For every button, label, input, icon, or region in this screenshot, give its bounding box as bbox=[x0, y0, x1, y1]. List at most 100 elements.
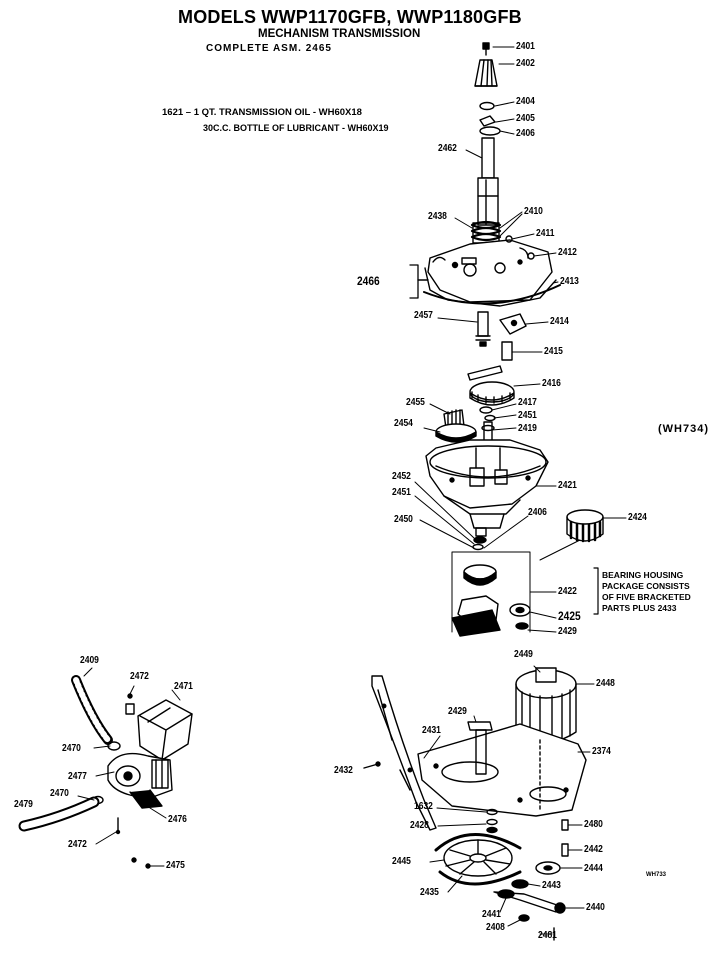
frame-side-rail bbox=[371, 675, 437, 831]
lubricant-note: 30C.C. BOTTLE OF LUBRICANT - WH60X19 bbox=[203, 123, 389, 133]
part-label-2443: 2443 bbox=[542, 880, 561, 891]
part-label-2472-bottom: 2472 bbox=[68, 839, 87, 850]
part-label-2451-bottom: 2451 bbox=[392, 487, 411, 498]
screw-2472b bbox=[115, 817, 121, 835]
part-label-2481: 2481 bbox=[538, 930, 557, 941]
part-label-2405: 2405 bbox=[516, 113, 535, 124]
part-label-2442: 2442 bbox=[584, 844, 603, 855]
part-label-2416: 2416 bbox=[542, 378, 561, 389]
part-label-2417: 2417 bbox=[518, 397, 537, 408]
part-label-2421: 2421 bbox=[558, 480, 577, 491]
part-label-2409: 2409 bbox=[80, 655, 99, 666]
motor-mount-plate-2374 bbox=[417, 723, 587, 817]
assembly-number: COMPLETE ASM. 2465 bbox=[206, 43, 332, 54]
part-label-2404: 2404 bbox=[516, 96, 535, 107]
hose-2479 bbox=[18, 796, 100, 832]
leader-lines bbox=[77, 46, 627, 935]
gasket-ring bbox=[423, 284, 561, 305]
motor-pulley-2444 bbox=[535, 861, 561, 875]
screw-2440 bbox=[554, 902, 566, 914]
part-label-2480: 2480 bbox=[584, 819, 603, 830]
part-label-2472-top: 2472 bbox=[130, 671, 149, 682]
part-label-2444: 2444 bbox=[584, 863, 603, 874]
part-label-2424: 2424 bbox=[628, 512, 647, 523]
part-label-2440: 2440 bbox=[586, 902, 605, 913]
part-label-2457: 2457 bbox=[414, 310, 433, 321]
washer-2408 bbox=[518, 914, 530, 922]
part-label-2428: 2428 bbox=[410, 820, 429, 831]
part-label-2431: 2431 bbox=[422, 725, 441, 736]
bracket-2466 bbox=[409, 264, 429, 299]
pinion-2457 bbox=[475, 311, 491, 347]
part-label-2475: 2475 bbox=[166, 860, 185, 871]
part-label-2432: 2432 bbox=[334, 765, 353, 776]
diagram-subtitle: MECHANISM TRANSMISSION bbox=[258, 28, 421, 40]
part-label-2448: 2448 bbox=[596, 678, 615, 689]
pulley-2435 bbox=[443, 839, 513, 877]
cap-screw-2401 bbox=[482, 42, 490, 56]
part-label-2429-upper: 2429 bbox=[558, 626, 577, 637]
crank-gear-2416 bbox=[467, 365, 515, 406]
part-label-2455: 2455 bbox=[406, 397, 425, 408]
gear-2454 bbox=[435, 423, 477, 443]
washers-stack bbox=[486, 808, 498, 834]
part-label-2476: 2476 bbox=[168, 814, 187, 825]
part-label-2414: 2414 bbox=[550, 316, 569, 327]
seal-2404 bbox=[479, 101, 495, 111]
part-label-2470-top: 2470 bbox=[62, 743, 81, 754]
bearing-2424 bbox=[566, 509, 604, 543]
part-label-2466: 2466 bbox=[357, 274, 380, 288]
part-label-2445: 2445 bbox=[392, 856, 411, 867]
pump-2477 bbox=[107, 752, 173, 809]
coupling-2471 bbox=[137, 699, 193, 761]
bearing-note-line: OF FIVE BRACKETED bbox=[602, 592, 691, 602]
pin-2480 bbox=[561, 819, 569, 831]
oil-note: 1621 – 1 QT. TRANSMISSION OIL - WH60X18 bbox=[162, 107, 362, 118]
footer-code: WH733 bbox=[646, 872, 667, 878]
shifter-2414 bbox=[499, 313, 527, 335]
hose-2409 bbox=[71, 675, 113, 745]
part-label-2406-lower: 2406 bbox=[528, 507, 547, 518]
transmission-case-2421 bbox=[425, 439, 549, 537]
bolt-2432 bbox=[363, 761, 381, 769]
part-label-1632: 1632 bbox=[414, 801, 433, 812]
part-label-2422: 2422 bbox=[558, 586, 577, 597]
part-label-2425: 2425 bbox=[558, 609, 581, 623]
part-label-2410: 2410 bbox=[524, 206, 543, 217]
part-label-2419: 2419 bbox=[518, 423, 537, 434]
part-label-2454: 2454 bbox=[394, 418, 413, 429]
belt-2445 bbox=[434, 833, 522, 886]
part-label-2408: 2408 bbox=[486, 922, 505, 933]
part-label-2451-top: 2451 bbox=[518, 410, 537, 421]
washer-2417 bbox=[479, 406, 493, 414]
agitator-cap-2402 bbox=[474, 59, 498, 87]
part-label-2477: 2477 bbox=[68, 771, 87, 782]
part-label-2374: 2374 bbox=[592, 746, 611, 757]
diagram-title: MODELS WWP1170GFB, WWP1180GFB bbox=[178, 7, 522, 27]
support-2429 bbox=[467, 721, 493, 775]
part-label-2471: 2471 bbox=[174, 681, 193, 692]
part-label-2441: 2441 bbox=[482, 909, 501, 920]
part-label-2402: 2402 bbox=[516, 58, 535, 69]
part-label-2435: 2435 bbox=[420, 887, 439, 898]
part-label-2401: 2401 bbox=[516, 41, 535, 52]
seal-2452 bbox=[473, 536, 487, 544]
screw-2475 bbox=[131, 857, 151, 869]
bearing-note-line: PACKAGE CONSISTS bbox=[602, 581, 690, 591]
part-label-2450: 2450 bbox=[394, 514, 413, 525]
part-label-2411: 2411 bbox=[536, 228, 555, 239]
spacer-2442 bbox=[561, 843, 569, 857]
bracket-2422 bbox=[593, 567, 599, 615]
washer-2405 bbox=[479, 115, 496, 127]
agitator-shaft-2462 bbox=[477, 137, 499, 226]
part-label-2412: 2412 bbox=[558, 247, 577, 258]
part-label-2479: 2479 bbox=[14, 799, 33, 810]
part-label-2406: 2406 bbox=[516, 128, 535, 139]
motor-2448 bbox=[515, 667, 577, 743]
pulley-2443 bbox=[511, 879, 529, 889]
part-label-2470-bottom: 2470 bbox=[50, 788, 69, 799]
part-label-2415: 2415 bbox=[544, 346, 563, 357]
spring-2438 bbox=[470, 220, 502, 244]
bearing-note-line: PARTS PLUS 2433 bbox=[602, 603, 677, 613]
